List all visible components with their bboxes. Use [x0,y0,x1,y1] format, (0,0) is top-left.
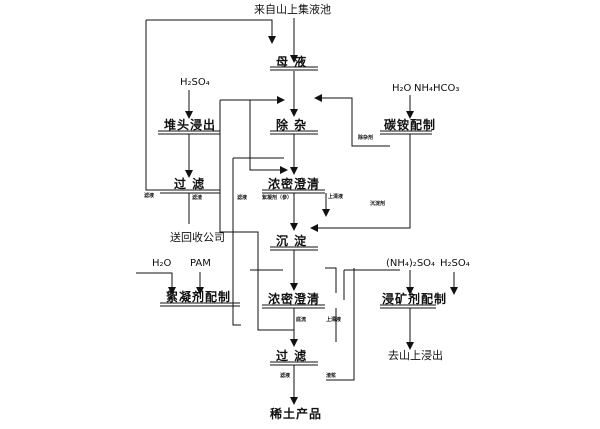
process-flocculant-prep: 絮凝剂配制 [166,290,232,304]
output-recycle-company: 送回收公司 [170,231,225,244]
reagent-h2so4-right: H₂SO₄ [440,258,470,269]
reagent-pam: PAM [190,258,211,269]
label-precipitant: 沉淀剂 [370,201,386,207]
output-to-mountain-leach: 去山上浸出 [388,349,443,362]
source-label: 来自山上集液池 [254,3,331,16]
label-supernatant-1: 上清液 [328,194,344,200]
reagent-h2o-flocculant: H₂O [152,258,172,269]
process-mother-liquor: 母 液 [276,55,308,69]
process-product: 稀土产品 [270,407,323,421]
process-filter-lower: 过 滤 [276,349,308,363]
label-supernatant-2: 上清液 [326,317,342,323]
process-settle-clarify-2: 浓密澄清 [268,292,321,306]
label-filtrate-upper: 滤液 [144,193,155,199]
reagent-nh4hco3: NH₄HCO₃ [414,83,460,94]
label-filtrate-lower: 滤液 [280,373,291,379]
label-flocculant-param: 絮凝剂（参） [262,195,293,201]
reagent-h2so4-top: H₂SO₄ [180,77,210,88]
process-ammonium-prep: 碳铵配制 [384,118,437,132]
label-filter-residue: 滤渣 [192,195,203,201]
connectors [136,18,455,400]
arrowheads [168,36,458,405]
process-precipitation: 沉 淀 [276,234,308,248]
reagent-h2o-ammonium: H₂O [392,83,412,94]
process-settle-clarify-1: 浓密澄清 [268,177,321,191]
label-underflow: 底流 [296,317,307,323]
label-filtrate-mid: 滤液 [237,195,248,201]
process-heap-leach: 堆头浸出 [164,118,217,132]
label-impurity-agent: 除杂剂 [358,135,374,141]
process-impurity-removal: 除 杂 [276,118,308,132]
process-leachant-prep: 浸矿剂配制 [382,292,448,306]
label-slurry: 渣浆 [326,373,337,379]
reagent-nh4-2so4: (NH₄)₂SO₄ [386,258,436,269]
process-filter-upper: 过 滤 [174,177,206,191]
